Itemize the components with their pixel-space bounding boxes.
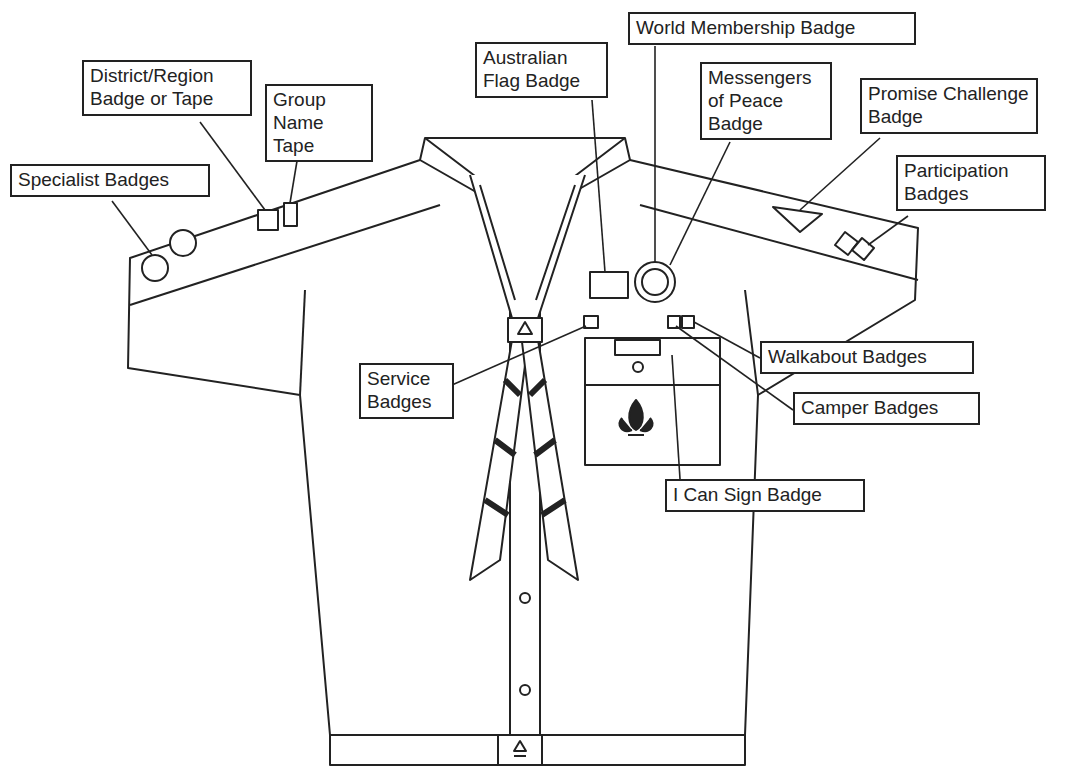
label-text: Participation Badges [904,160,1009,204]
callout-label: Promise Challenge Badge [860,78,1038,134]
label-text: Group Name Tape [273,89,326,156]
label-text: Messengers of Peace Badge [708,67,812,134]
callout-label: Australian Flag Badge [475,42,608,98]
label-text: District/Region Badge or Tape [90,65,214,109]
label-text: Promise Challenge Badge [868,83,1029,127]
callout-label: Messengers of Peace Badge [700,62,832,140]
callout-label: Group Name Tape [265,84,373,162]
label-text: Australian Flag Badge [483,47,580,91]
callout-label: Camper Badges [793,392,980,425]
callout-label: Specialist Badges [10,164,210,197]
callout-label: District/Region Badge or Tape [82,60,252,116]
callout-label: I Can Sign Badge [665,479,865,512]
label-text: Camper Badges [801,397,938,418]
callout-label: Walkabout Badges [760,341,974,374]
callout-label: Participation Badges [896,155,1046,211]
label-text: I Can Sign Badge [673,484,822,505]
label-text: World Membership Badge [636,17,855,38]
label-text: Walkabout Badges [768,346,927,367]
label-text: Specialist Badges [18,169,169,190]
callout-label: World Membership Badge [628,12,916,45]
label-text: Service Badges [367,368,431,412]
callout-label: Service Badges [359,363,454,419]
